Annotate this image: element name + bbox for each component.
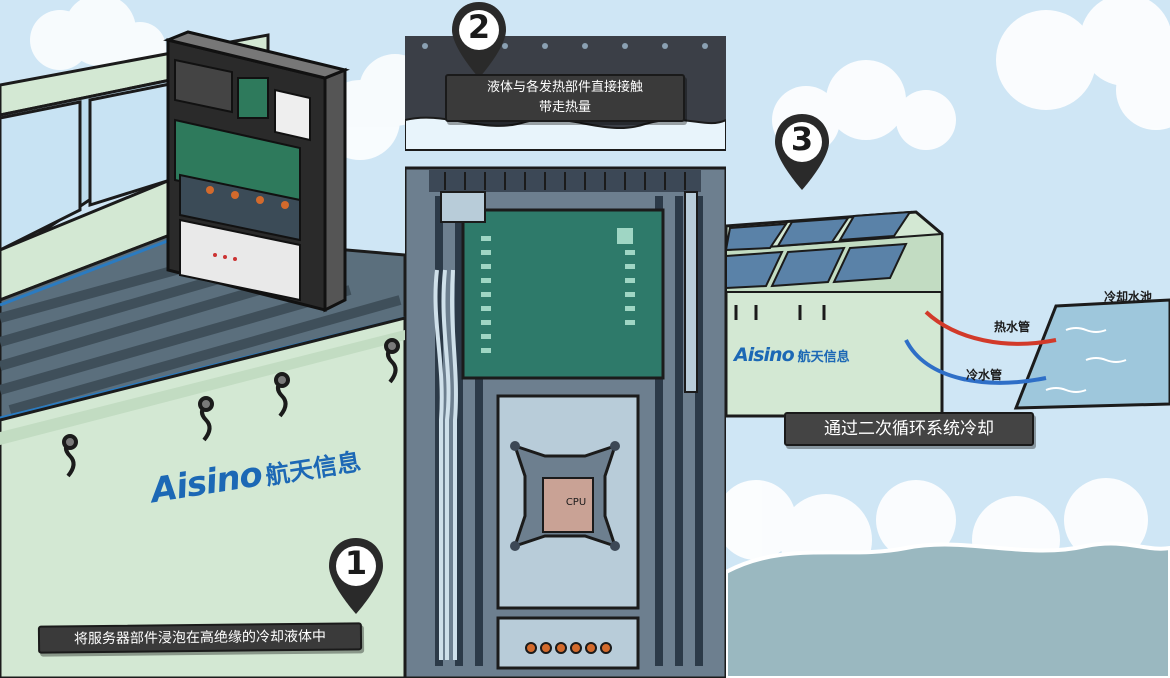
step-marker-2: 2 (449, 0, 509, 82)
step-number: 2 (467, 8, 491, 46)
step-number: 1 (344, 544, 368, 582)
caption-line-1: 液体与各发热部件直接接触 (486, 80, 643, 95)
map-pin-icon (452, 2, 506, 78)
step-3-caption: 通过二次循环系统冷却 (784, 412, 1034, 446)
pipe-icon (904, 310, 1057, 385)
step-marker-3: 3 (772, 112, 832, 194)
tank-illustration (0, 0, 405, 678)
panel-step-1: Aisino航天信息 1 将服务器部件浸泡在高绝缘的冷却液体中 (0, 0, 405, 678)
brand-latin: Aisino (734, 344, 795, 366)
cpu-label: CPU (565, 497, 587, 508)
map-pin-icon (329, 538, 383, 614)
cooling-loop-illustration (726, 0, 1170, 678)
panel-step-2: 2 液体与各发热部件直接接触 带走热量 CPU (405, 0, 726, 678)
cpu-chip-icon (542, 477, 594, 533)
solar-panel-icon (726, 210, 912, 290)
cooling-pool-label: 冷却水池 (1104, 290, 1153, 304)
map-pin-icon (775, 114, 829, 190)
caption-line-2: 带走热量 (538, 100, 591, 115)
step-number: 3 (790, 120, 814, 158)
hot-pipe-label: 热水管 (994, 320, 1031, 334)
step-1-caption: 将服务器部件浸泡在高绝缘的冷却液体中 (37, 622, 363, 654)
step-2-caption: 液体与各发热部件直接接触 带走热量 (445, 74, 685, 122)
cold-pipe-label: 冷水管 (966, 368, 1003, 382)
brand-cn: 航天信息 (797, 350, 850, 365)
step-marker-1: 1 (326, 536, 386, 618)
server-blade-icon (163, 30, 350, 313)
